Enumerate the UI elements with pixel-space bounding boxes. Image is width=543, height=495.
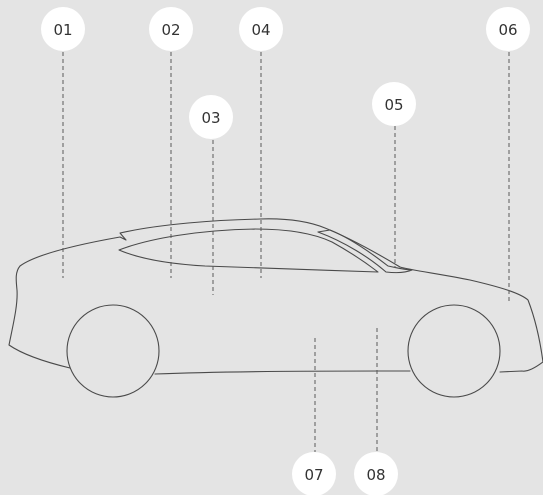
marker-04[interactable]: 04: [239, 7, 283, 51]
marker-06-label: 06: [498, 21, 517, 39]
car-outline: [8, 218, 543, 398]
rear-wheel: [407, 304, 501, 398]
marker-04-circle: [239, 7, 283, 51]
window-outline: [118, 228, 379, 273]
marker-02-label: 02: [161, 21, 180, 39]
rear-pillar-line: [317, 229, 413, 274]
marker-02[interactable]: 02: [149, 7, 193, 51]
marker-01-circle: [41, 7, 85, 51]
marker-01-label: 01: [53, 21, 72, 39]
marker-05[interactable]: 05: [372, 82, 416, 126]
marker-06[interactable]: 06: [486, 7, 530, 51]
marker-01[interactable]: 01: [41, 7, 85, 51]
marker-03-circle: [189, 95, 233, 139]
marker-08[interactable]: 08: [354, 452, 398, 495]
marker-03[interactable]: 03: [189, 95, 233, 139]
marker-08-circle: [354, 452, 398, 495]
marker-04-label: 04: [251, 21, 270, 39]
marker-07-label: 07: [304, 466, 323, 484]
car-body-outline: [8, 218, 543, 373]
marker-08-label: 08: [366, 466, 385, 484]
marker-06-circle: [486, 7, 530, 51]
marker-07[interactable]: 07: [292, 452, 336, 495]
rocker-line: [154, 370, 411, 375]
marker-07-circle: [292, 452, 336, 495]
marker-05-label: 05: [384, 96, 403, 114]
marker-05-circle: [372, 82, 416, 126]
front-wheel: [66, 304, 160, 398]
marker-02-circle: [149, 7, 193, 51]
leader-lines: [62, 52, 510, 452]
marker-03-label: 03: [201, 109, 220, 127]
